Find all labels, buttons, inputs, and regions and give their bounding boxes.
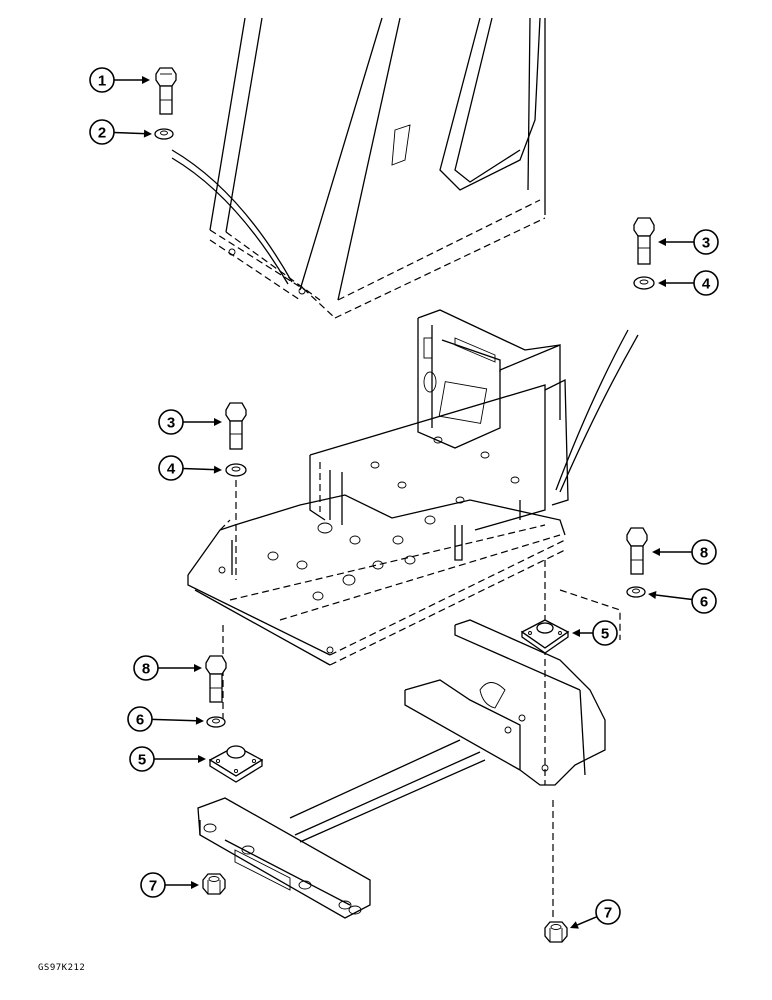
callout-2-washer: 2 bbox=[89, 119, 152, 145]
callout-circle bbox=[592, 620, 618, 646]
callout-number: 5 bbox=[138, 752, 146, 769]
callout-7-nut: 7 bbox=[570, 899, 621, 929]
callout-number: 7 bbox=[149, 878, 157, 895]
arrowhead bbox=[572, 629, 580, 637]
callout-circle bbox=[158, 409, 184, 435]
callout-circle bbox=[691, 539, 717, 565]
callout-4-washer: 4 bbox=[658, 270, 719, 296]
callout-7-nut: 7 bbox=[140, 872, 199, 898]
callout-number: 8 bbox=[700, 545, 708, 562]
washer-4-right bbox=[633, 276, 655, 290]
callout-circle bbox=[693, 229, 719, 255]
callout-layer: 1 2 3 4 3 4 8 6 5 8 6 5 7 7 bbox=[89, 67, 719, 929]
mounting-bracket bbox=[197, 619, 606, 919]
washer-6-left bbox=[206, 716, 226, 728]
arrowhead bbox=[214, 418, 222, 426]
callout-number: 6 bbox=[136, 712, 144, 729]
callout-circle bbox=[693, 270, 719, 296]
arrowhead bbox=[652, 548, 660, 556]
washer-2 bbox=[154, 128, 174, 140]
bolt-8-right bbox=[626, 527, 648, 575]
cab-frame bbox=[171, 17, 546, 319]
callout-8-bolt: 8 bbox=[652, 539, 717, 565]
callout-1-bolt: 1 bbox=[89, 67, 150, 93]
platform-assembly bbox=[187, 309, 639, 666]
callout-number: 8 bbox=[142, 661, 150, 678]
callout-3-bolt: 3 bbox=[658, 229, 719, 255]
arrowhead bbox=[570, 921, 579, 929]
callout-circle bbox=[129, 746, 155, 772]
callout-circle bbox=[691, 588, 717, 614]
callout-circle bbox=[133, 655, 159, 681]
callout-leader-line bbox=[151, 718, 197, 722]
mount-5-left bbox=[208, 745, 264, 783]
callout-6-washer: 6 bbox=[127, 706, 204, 732]
callout-leader-line bbox=[655, 594, 693, 601]
callout-number: 6 bbox=[700, 594, 708, 611]
arrowhead bbox=[142, 76, 150, 84]
callout-leader-line bbox=[113, 131, 145, 135]
bolt-1 bbox=[155, 67, 177, 115]
callout-number: 5 bbox=[601, 626, 609, 643]
callout-5-mount: 5 bbox=[572, 620, 618, 646]
bolt-3-left bbox=[225, 402, 247, 450]
callout-6-washer: 6 bbox=[648, 588, 717, 614]
callout-circle bbox=[89, 67, 115, 93]
washer-6-right bbox=[626, 586, 646, 598]
callout-5-mount: 5 bbox=[129, 746, 206, 772]
arrowhead bbox=[658, 279, 666, 287]
callout-number: 2 bbox=[98, 125, 106, 142]
callout-circle bbox=[158, 455, 184, 481]
arrowhead bbox=[143, 129, 152, 138]
callout-leader-line bbox=[577, 915, 598, 926]
callout-number: 4 bbox=[702, 276, 711, 293]
arrowhead bbox=[213, 465, 222, 474]
bolt-8-left bbox=[205, 655, 227, 703]
bolt-3-right bbox=[633, 217, 655, 265]
arrowhead bbox=[198, 755, 206, 763]
callout-number: 3 bbox=[167, 415, 175, 432]
arrowhead bbox=[191, 881, 199, 889]
callout-circle bbox=[127, 706, 153, 732]
arrowhead bbox=[658, 238, 666, 246]
washer-4-left bbox=[225, 463, 247, 477]
mount-5-right bbox=[520, 619, 570, 654]
callout-circle bbox=[140, 872, 166, 898]
reference-code: GS97K212 bbox=[38, 963, 86, 973]
callout-number: 7 bbox=[604, 905, 612, 922]
callout-number: 1 bbox=[98, 73, 106, 90]
nut-7-right bbox=[544, 921, 568, 943]
alignment-lines bbox=[222, 480, 621, 920]
callout-circle bbox=[89, 119, 115, 145]
arrowhead bbox=[648, 591, 657, 599]
callout-3-bolt: 3 bbox=[158, 409, 222, 435]
callout-circle bbox=[595, 899, 621, 925]
arrowhead bbox=[194, 664, 202, 672]
callout-number: 3 bbox=[702, 235, 710, 252]
callout-leader-line bbox=[182, 467, 215, 471]
callout-8-bolt: 8 bbox=[133, 655, 202, 681]
arrowhead bbox=[195, 716, 204, 725]
callout-4-washer: 4 bbox=[158, 455, 222, 481]
callout-number: 4 bbox=[167, 461, 176, 478]
nut-7-left bbox=[202, 873, 226, 895]
